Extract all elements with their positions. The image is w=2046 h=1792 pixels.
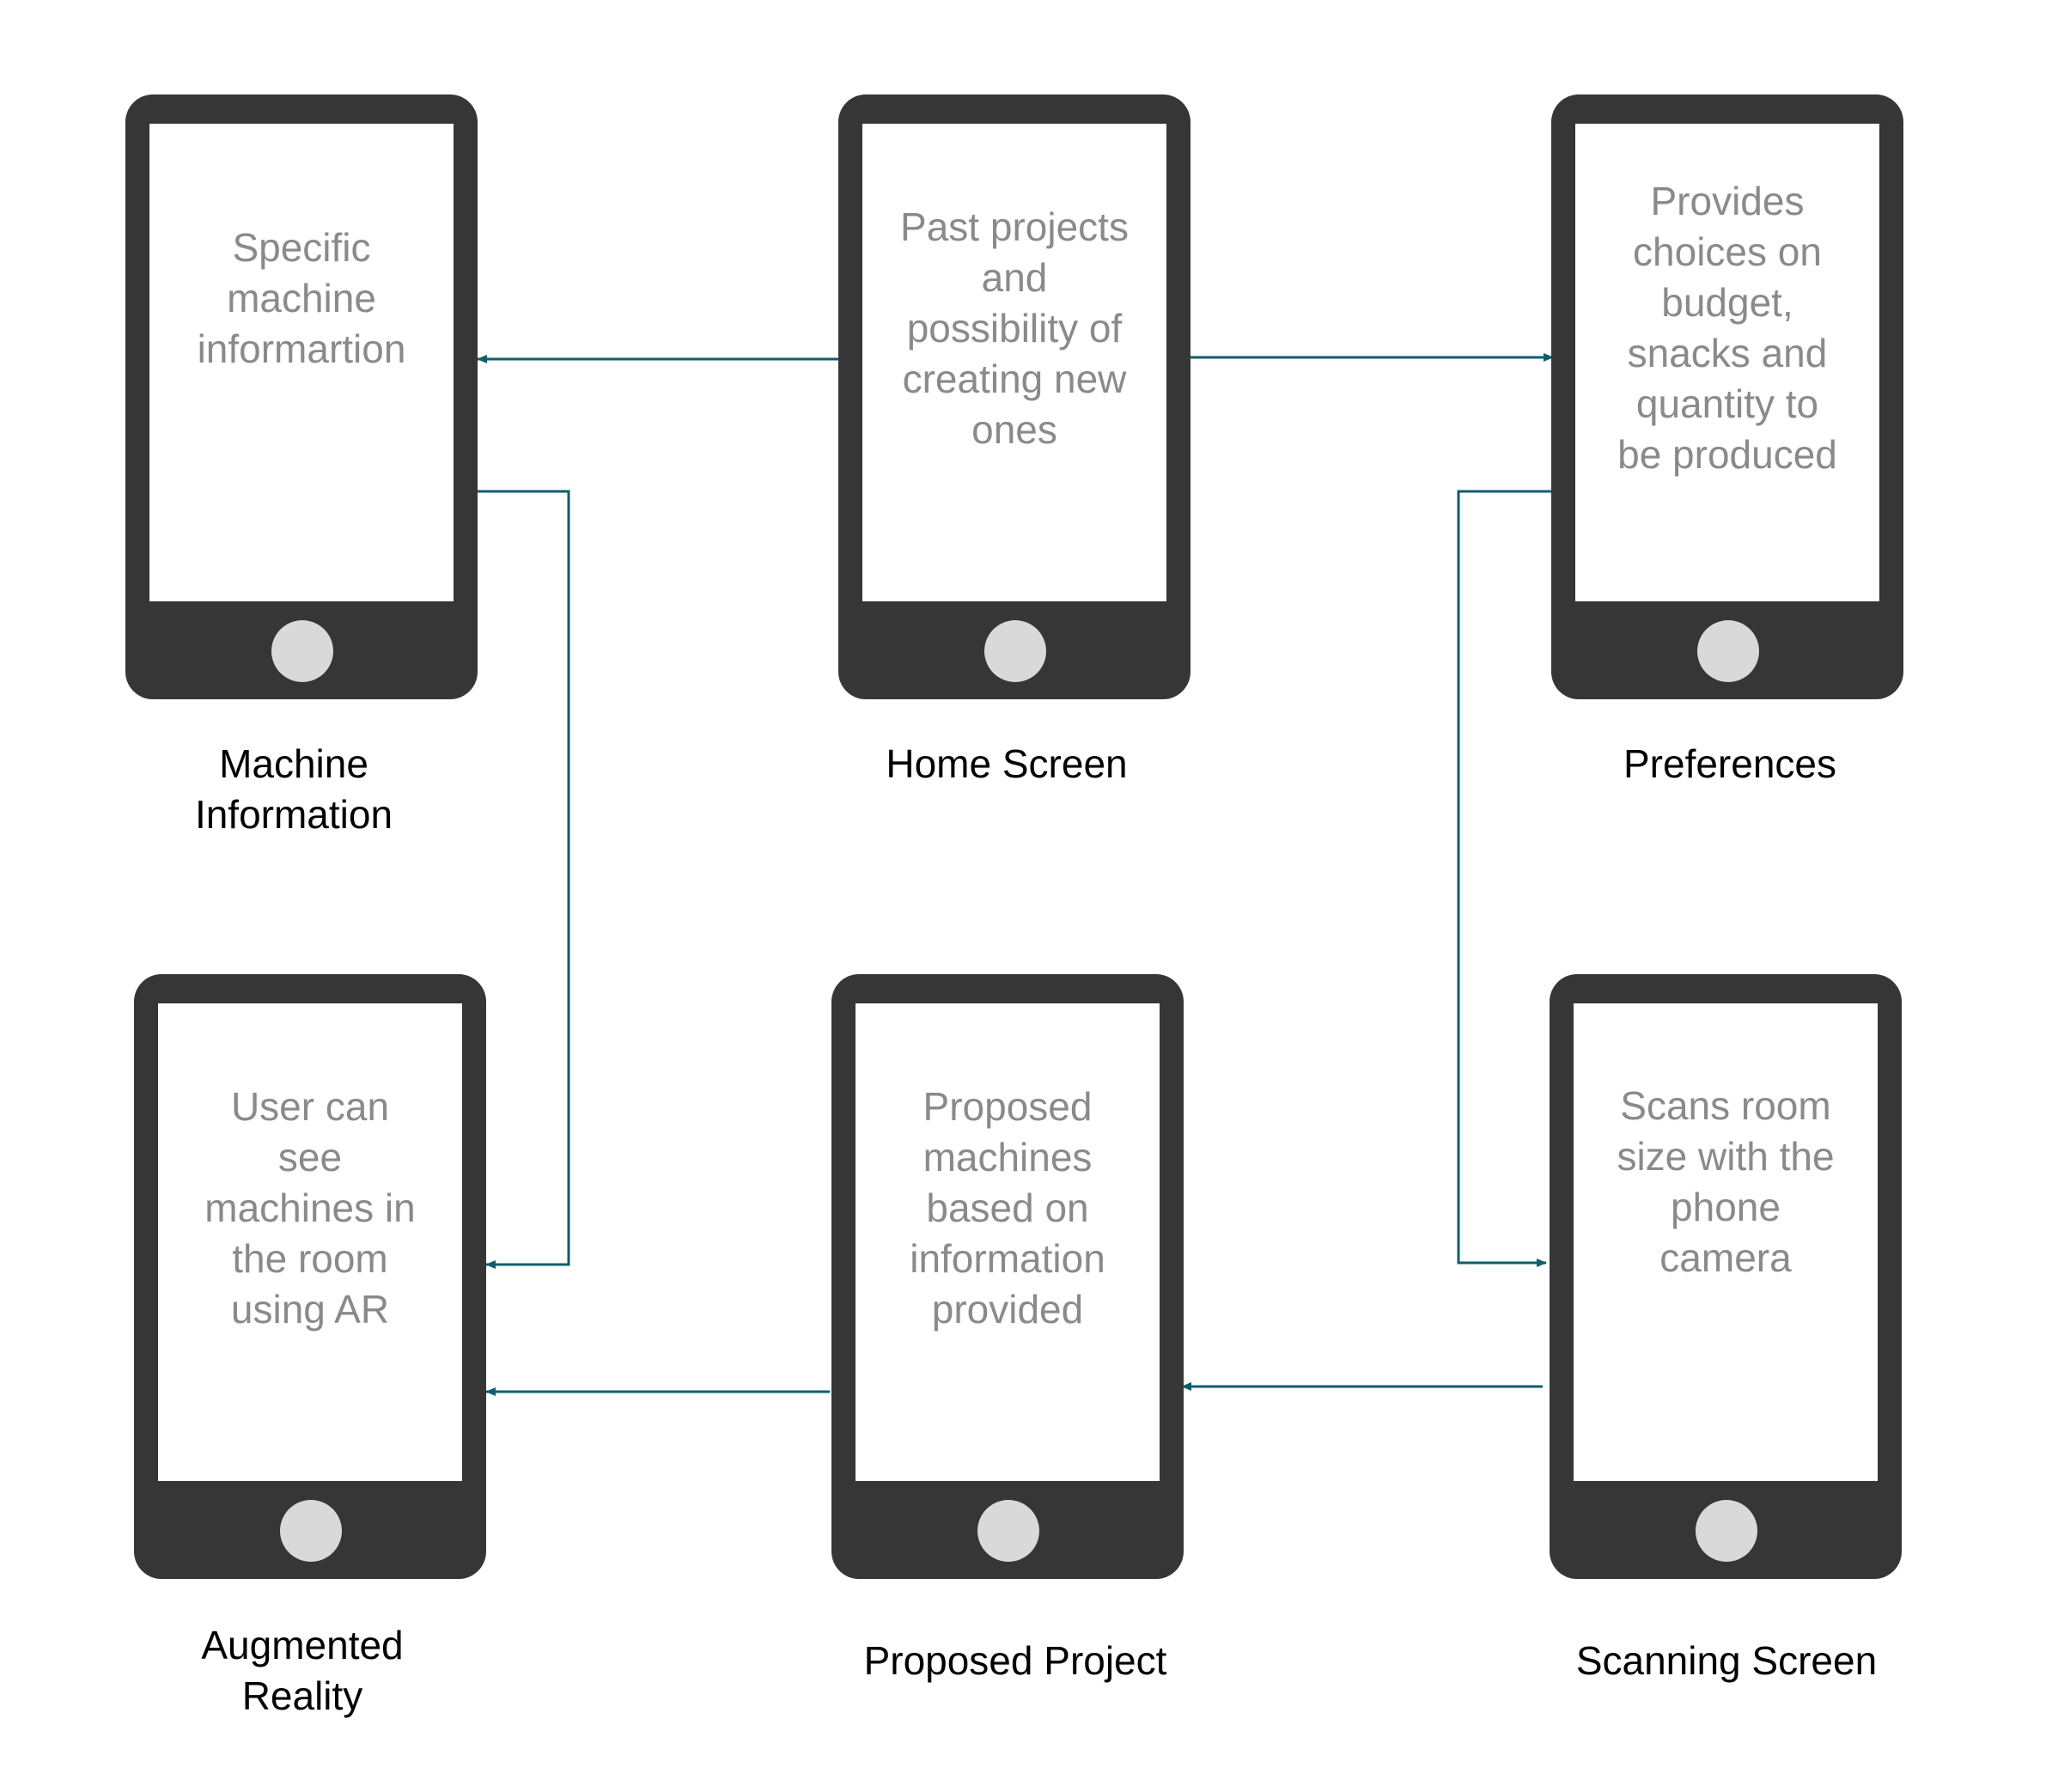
caption-scanning-screen: Scanning Screen (1575, 1638, 1878, 1683)
phone-screen: User can see machines in the room using … (158, 1003, 462, 1481)
phone-machine-information: Specific machine informartion (125, 94, 478, 699)
home-button-icon (1697, 620, 1759, 682)
screen-description: Provides choices on budget, snacks and q… (1617, 179, 1837, 477)
phone-proposed-project: Proposed machines based on information p… (831, 974, 1184, 1579)
phone-augmented-reality: User can see machines in the room using … (134, 974, 486, 1579)
home-button-icon (1696, 1500, 1757, 1562)
phone-scanning-screen: Scans room size with the phone camera (1550, 974, 1902, 1579)
screen-description: Specific machine informartion (197, 224, 406, 371)
home-button-icon (984, 620, 1046, 682)
phone-screen: Past projects and possibility of creatin… (862, 124, 1166, 601)
connector-preferences-to-scanning-screen (1457, 490, 1553, 1267)
phone-screen: Scans room size with the phone camera (1574, 1003, 1878, 1481)
caption-augmented-reality: Augmented Reality (201, 1623, 404, 1718)
connector-machine-information-to-augmented-reality (478, 490, 570, 1269)
home-button-icon (280, 1500, 342, 1562)
phone-preferences: Provides choices on budget, snacks and q… (1551, 94, 1903, 699)
phone-screen: Proposed machines based on information p… (856, 1003, 1160, 1481)
caption-preferences: Preferences (1623, 741, 1836, 786)
phone-home-screen: Past projects and possibility of creatin… (838, 94, 1190, 699)
phone-screen: Specific machine informartion (149, 124, 454, 601)
phone-screen: Provides choices on budget, snacks and q… (1575, 124, 1879, 601)
screen-description: Proposed machines based on information p… (910, 1083, 1105, 1332)
caption-home-screen: Home Screen (886, 741, 1128, 786)
caption-machine-information: Machine Information (194, 741, 393, 837)
screen-description: Scans room size with the phone camera (1617, 1083, 1835, 1280)
caption-proposed-project: Proposed Project (863, 1638, 1167, 1683)
screen-description: User can see machines in the room using … (204, 1083, 416, 1332)
home-button-icon (977, 1500, 1039, 1562)
home-button-icon (271, 620, 333, 682)
screen-description: Past projects and possibility of creatin… (900, 204, 1129, 452)
